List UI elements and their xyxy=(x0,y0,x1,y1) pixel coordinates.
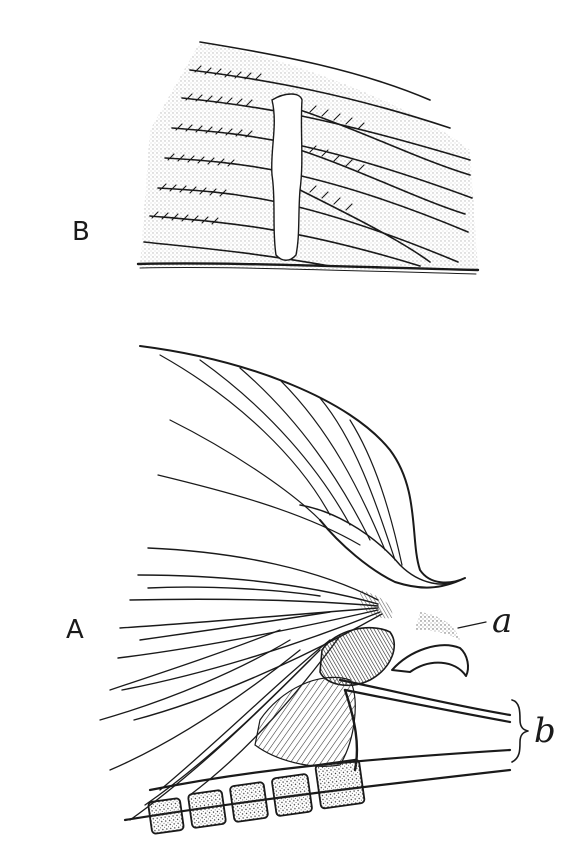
brace-b xyxy=(511,699,529,763)
panel-b-label: B xyxy=(72,217,90,247)
fan-barbs xyxy=(117,547,383,721)
convergence-point xyxy=(360,590,393,619)
shaft-segments xyxy=(147,758,366,835)
panel-a-label: A xyxy=(66,615,84,645)
shaft-lower-line xyxy=(148,748,512,792)
callout-b-label: b xyxy=(534,711,556,751)
panel-b-drawing xyxy=(136,41,480,275)
upper-lobe-outline xyxy=(139,345,466,589)
leader-line-a xyxy=(457,621,487,629)
upper-lobe-crescent xyxy=(299,504,461,585)
panel-a-drawing xyxy=(99,345,529,835)
flap-near-a xyxy=(391,644,469,677)
panel-b-rachis xyxy=(136,262,480,272)
upper-lobe-veins xyxy=(157,354,403,566)
vane-gap xyxy=(270,93,303,261)
shaft-upper-line xyxy=(338,678,512,717)
hatched-wedge xyxy=(254,676,356,767)
shaft-cell xyxy=(271,773,313,817)
callout-a-label: a xyxy=(492,601,512,641)
shaft-cell xyxy=(314,758,366,810)
shaft-cell xyxy=(229,781,269,823)
shaft-cell xyxy=(187,789,227,829)
panel-b-barbules xyxy=(151,65,365,225)
panel-b-texture xyxy=(140,42,478,270)
hatched-oval xyxy=(319,626,395,687)
shaft-cell xyxy=(147,797,185,835)
